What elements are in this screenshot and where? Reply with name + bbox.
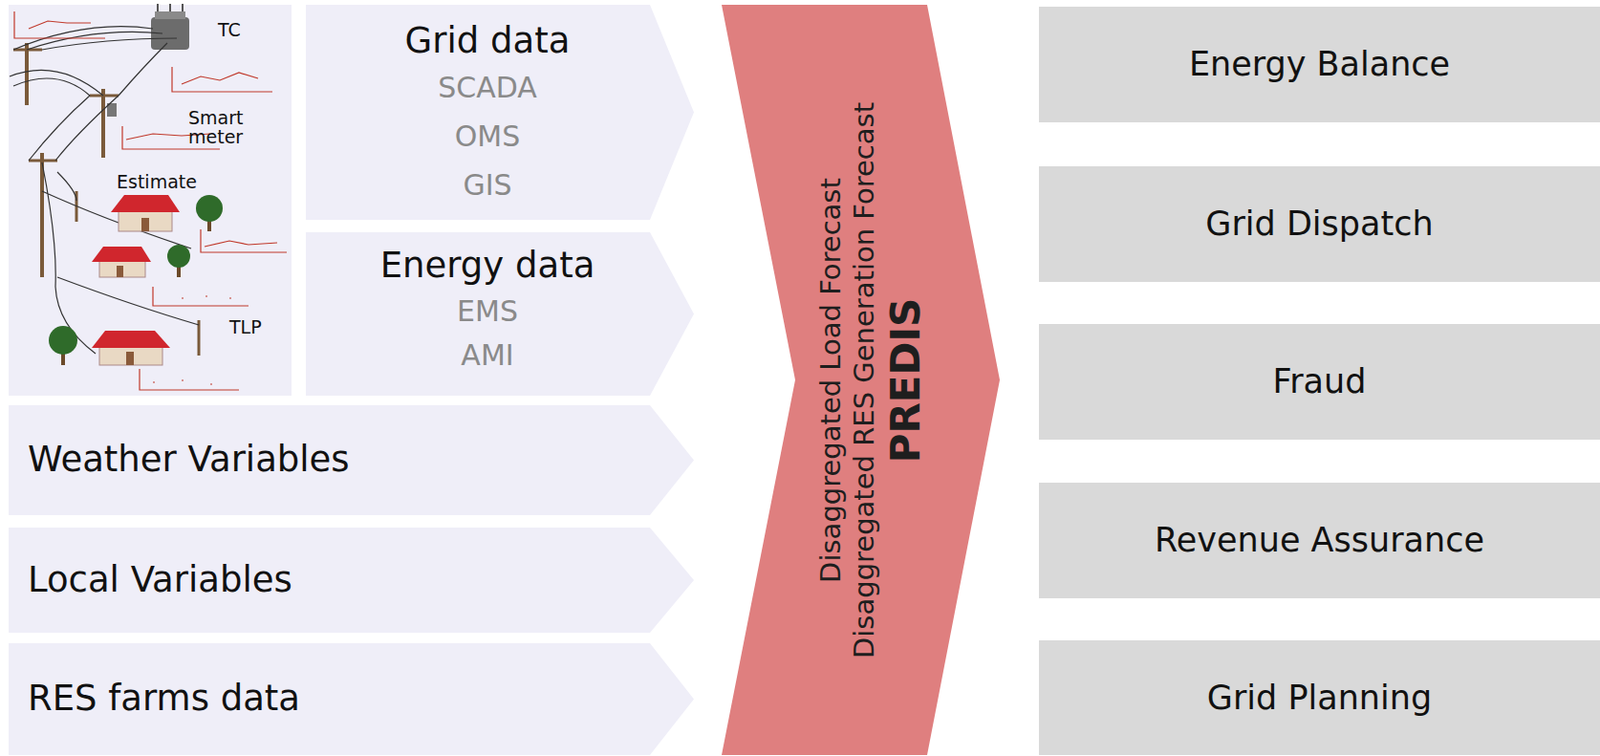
- input-arrow: Local Variables: [8, 527, 694, 633]
- node-text: Grid Dispatch: [1205, 205, 1433, 243]
- output-box: Grid Planning: [1038, 640, 1600, 756]
- node-text: RES farms data: [27, 679, 301, 719]
- illustration-label: Smart meter: [188, 108, 263, 148]
- node-text: Disaggregated RES Generation Forecast: [847, 101, 882, 658]
- output-box: Revenue Assurance: [1038, 482, 1600, 599]
- input-arrow: Grid dataSCADA OMS GIS: [305, 4, 694, 220]
- input-arrow: RES farms data: [8, 643, 694, 756]
- output-box: Fraud: [1038, 324, 1600, 440]
- node-text: Local Variables: [27, 561, 293, 601]
- input-arrow: Weather Variables: [8, 405, 694, 516]
- node-text: Fraud: [1273, 363, 1367, 401]
- node-text: OMS: [454, 120, 521, 152]
- output-box: Grid Dispatch: [1038, 166, 1600, 282]
- process-chevron: Disaggregated Load ForecastDisaggregated…: [721, 4, 1000, 756]
- node-text: Grid data: [405, 21, 571, 62]
- node-text: Energy Balance: [1189, 45, 1450, 84]
- node-text: SCADA: [437, 71, 538, 104]
- illustration-label: TC: [217, 21, 241, 41]
- rotated-text-block: Disaggregated Load ForecastDisaggregated…: [777, 17, 969, 744]
- output-box: Energy Balance: [1038, 6, 1600, 123]
- node-text: AMI: [460, 339, 514, 371]
- node-text: Disaggregated Load Forecast: [814, 177, 848, 584]
- illustration-label: TLP: [229, 318, 262, 338]
- input-arrow: Energy dataEMS AMI: [305, 232, 694, 396]
- node-text: PREDIS: [881, 297, 932, 463]
- node-text: GIS: [462, 169, 512, 201]
- node-text: Weather Variables: [27, 440, 350, 480]
- node-text: Energy data: [380, 246, 596, 286]
- node-text: Grid Planning: [1207, 679, 1432, 717]
- node-text: EMS: [456, 295, 519, 327]
- illustration-label: Estimate: [116, 172, 197, 193]
- node-text: Revenue Assurance: [1154, 521, 1485, 560]
- grid-illustration: [8, 3, 292, 396]
